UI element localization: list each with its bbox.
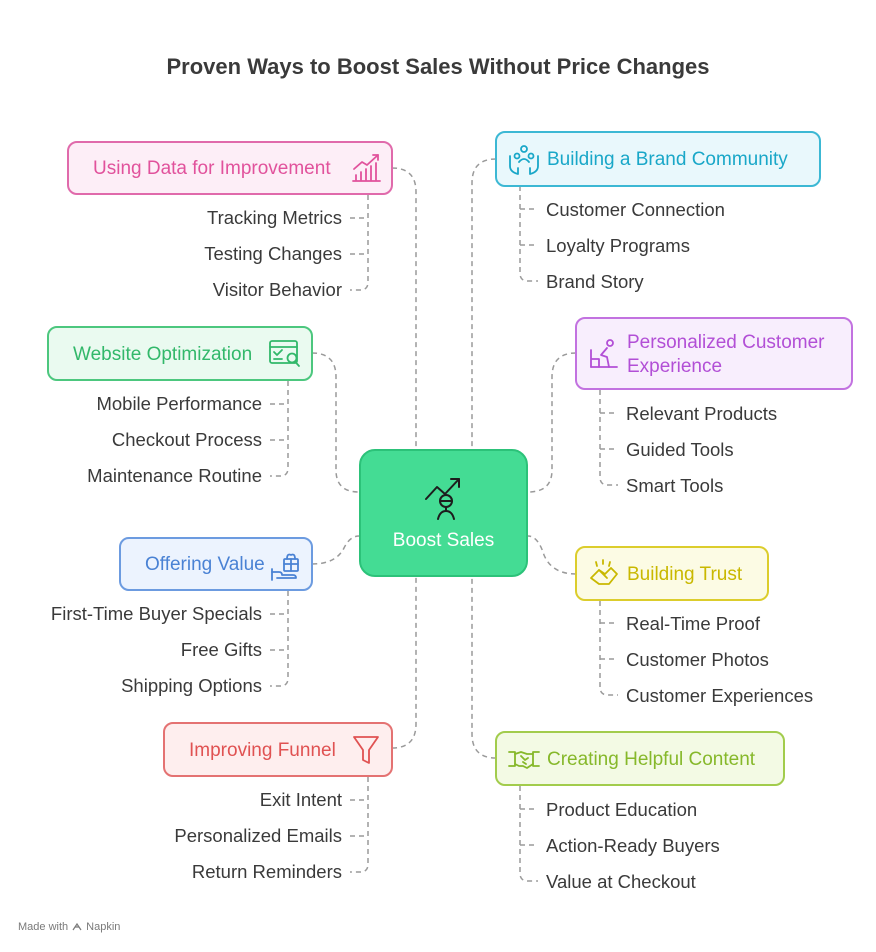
list-item: Guided Tools: [626, 439, 734, 460]
list-item: Loyalty Programs: [546, 235, 690, 256]
napkin-logo-icon: [72, 922, 82, 931]
list-item: Tracking Metrics: [206, 207, 342, 228]
page-title: Proven Ways to Boost Sales Without Price…: [166, 54, 710, 79]
list-item: Mobile Performance: [96, 393, 262, 414]
list-item: Personalized Emails: [174, 825, 342, 846]
branch-label: Website Optimization: [73, 344, 253, 365]
branch-value: Offering Value: [119, 537, 313, 591]
center-label: Boost Sales: [392, 530, 495, 551]
handshake-sparkle-icon: [587, 558, 621, 590]
branch-label: Offering Value: [145, 554, 265, 575]
list-item: Value at Checkout: [546, 871, 696, 892]
branch-website: Website Optimization: [47, 326, 313, 381]
list-item: Brand Story: [546, 271, 644, 292]
person-growth-arrow-icon: [425, 478, 460, 520]
branch-label-line2: Experience: [627, 356, 723, 377]
list-item: Exit Intent: [259, 789, 342, 810]
list-item: Shipping Options: [121, 675, 262, 696]
branch-trust: Building Trust: [575, 546, 769, 601]
funnel-icon: [351, 734, 381, 766]
list-item: Customer Photos: [626, 649, 769, 670]
list-item: Free Gifts: [180, 639, 262, 660]
list-item: Testing Changes: [204, 243, 342, 264]
list-item: Smart Tools: [626, 475, 724, 496]
footer-made-with: Made with: [18, 921, 69, 933]
branch-label: Improving Funnel: [189, 740, 336, 761]
branch-personal: Personalized Customer Experience: [575, 317, 853, 390]
list-item: Return Reminders: [191, 861, 342, 882]
footer-attribution: Made with Napkin: [18, 921, 120, 933]
gift-hand-icon: [269, 547, 303, 583]
center-node: Boost Sales: [359, 449, 528, 577]
list-item: Checkout Process: [111, 429, 262, 450]
list-item: Relevant Products: [626, 403, 778, 424]
list-item: Maintenance Routine: [87, 465, 262, 486]
list-item: Visitor Behavior: [212, 279, 342, 300]
list-item: Action-Ready Buyers: [546, 835, 720, 856]
browser-search-icon: [268, 338, 302, 370]
branch-label-line1: Personalized Customer: [627, 332, 825, 353]
community-hands-icon: [507, 142, 541, 176]
growth-chart-icon: [349, 151, 383, 185]
person-desk-icon: [587, 337, 621, 371]
list-item: First-Time Buyer Specials: [50, 603, 262, 624]
branch-label: Creating Helpful Content: [547, 749, 756, 770]
branch-label: Building Trust: [627, 564, 743, 585]
branch-label: Building a Brand Community: [547, 149, 788, 170]
footer-brand: Napkin: [86, 921, 121, 933]
list-item: Customer Experiences: [626, 685, 814, 706]
branch-label: Using Data for Improvement: [93, 158, 331, 179]
branch-community: Building a Brand Community: [495, 131, 821, 187]
branch-content: Creating Helpful Content: [495, 731, 785, 786]
branch-data: Using Data for Improvement: [67, 141, 393, 195]
list-item: Product Education: [546, 799, 698, 820]
list-item: Customer Connection: [546, 199, 725, 220]
branch-funnel: Improving Funnel: [163, 722, 393, 777]
list-item: Real-Time Proof: [626, 613, 760, 634]
handshake-icon: [507, 744, 541, 774]
